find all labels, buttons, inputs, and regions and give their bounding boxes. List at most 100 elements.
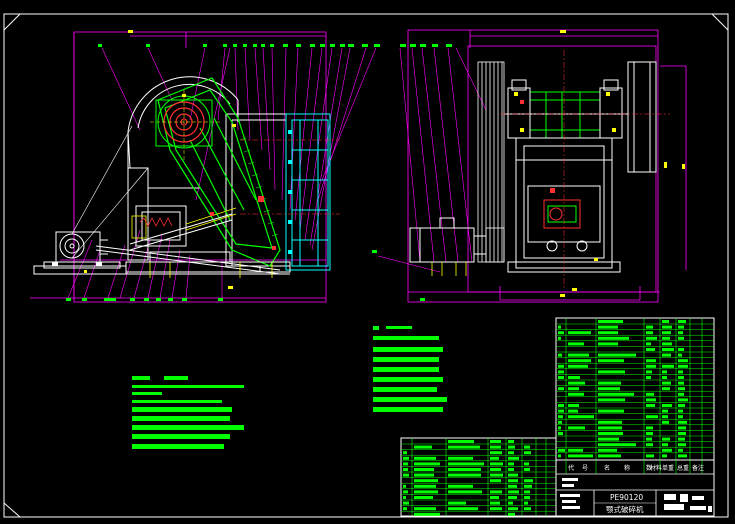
table-cell-text <box>646 331 653 335</box>
table-cell-text <box>490 473 503 477</box>
table-cell-text <box>558 336 561 340</box>
side-bearing-bolts <box>514 92 616 132</box>
table-cell-text <box>403 456 409 460</box>
side-part-tags <box>372 250 425 301</box>
table-cell-text <box>414 496 433 499</box>
table-cell-text <box>490 451 502 455</box>
table-cell-text <box>448 468 481 471</box>
table-cell-text <box>558 387 564 391</box>
side-view <box>372 29 687 303</box>
side-centerlines <box>500 50 670 290</box>
table-cell-text <box>490 496 499 499</box>
table-cell-text <box>662 454 667 458</box>
table-cell-text <box>508 468 514 471</box>
table-cell-text <box>490 479 501 483</box>
table-cell-text <box>448 440 474 443</box>
table-cell-text <box>448 473 481 477</box>
table-cell-text <box>598 331 618 335</box>
table-cell-text <box>678 331 683 335</box>
table-cell-text <box>678 387 685 391</box>
side-red-markers <box>520 100 555 193</box>
table-cell-text <box>646 370 652 374</box>
table-cell-text <box>568 381 585 385</box>
table-cell-text <box>646 454 654 458</box>
table-cell-text <box>598 342 618 346</box>
table-cell-text <box>646 348 655 351</box>
table-cell-text <box>403 496 406 499</box>
table-cell-text <box>524 496 530 499</box>
toggle-mechanism <box>95 205 281 275</box>
table-cell-text <box>508 462 514 466</box>
table-cell-text <box>678 409 683 413</box>
table-cell-text <box>662 404 672 407</box>
table-cell-text <box>448 507 478 511</box>
table-cell-text <box>678 359 688 363</box>
header-remarks: 备注 <box>692 464 704 472</box>
motor-pulley <box>59 233 85 259</box>
table-cell-text <box>558 325 561 329</box>
table-cell-text <box>678 420 687 424</box>
table-cell-text <box>568 342 584 346</box>
v-belt <box>71 125 149 259</box>
table-cell-text <box>662 381 671 385</box>
front-view <box>30 30 452 303</box>
fixed-jaw-ribs <box>288 130 292 254</box>
table-cell-text <box>646 342 651 346</box>
drawing-name: 颚式破碎机 <box>606 504 644 514</box>
side-toggle-seat <box>543 199 581 229</box>
table-cell-text <box>598 325 618 329</box>
foundation <box>33 261 291 275</box>
table-cell-text <box>646 432 653 435</box>
swing-jaw <box>157 77 281 267</box>
table-cell-text <box>568 415 594 419</box>
table-cell-text <box>662 437 670 441</box>
table-cell-text <box>678 448 683 452</box>
table-cell-text <box>646 443 653 447</box>
title-block: 代 号 名 称 数 材 料 单重 总重 备注 PE90120 颚式破碎机 <box>555 459 715 517</box>
table-cell-text <box>524 445 530 449</box>
table-cell-text <box>598 443 636 447</box>
table-cell-text <box>598 448 617 452</box>
table-cell-text <box>662 320 669 323</box>
parts-header-labels: 代 号 名 称 数 材 料 单重 总重 备注 <box>568 464 704 472</box>
table-cell-text <box>598 320 623 323</box>
table-cell-text <box>662 348 674 351</box>
table-cell-text <box>598 336 629 340</box>
table-cell-text <box>568 404 579 407</box>
table-cell-text <box>490 456 499 460</box>
table-cell-text <box>403 490 408 494</box>
table-cell-text <box>646 376 651 379</box>
table-cell-text <box>598 432 623 435</box>
leader-lines-top <box>101 47 377 251</box>
table-cell-text <box>646 364 656 368</box>
table-cell-text <box>558 331 564 335</box>
table-cell-text <box>403 473 409 477</box>
table-cell-text <box>646 437 652 441</box>
table-cell-text <box>524 451 531 455</box>
table-cell-text <box>508 473 518 477</box>
table-cell-text <box>662 387 670 391</box>
table-cell-text <box>508 445 515 449</box>
table-cell-text <box>524 479 533 483</box>
table-cell-text <box>414 456 436 460</box>
flywheel-outline <box>127 76 239 169</box>
side-eccentric-shaft <box>529 91 601 139</box>
table-cell-text <box>508 484 517 488</box>
tech-requirements-left <box>132 376 244 449</box>
table-cell-text <box>662 331 671 335</box>
table-cell-text <box>448 501 466 505</box>
table-cell-text <box>646 336 657 340</box>
table-cell-text <box>662 353 671 357</box>
table-cell-text <box>403 451 407 455</box>
table-cell-text <box>558 353 562 357</box>
table-cell-text <box>662 364 674 368</box>
table-cell-text <box>662 336 670 340</box>
header-name-1: 名 <box>604 464 610 472</box>
table-cell-text <box>646 426 653 430</box>
table-cell-text <box>598 381 621 385</box>
table-cell-text <box>678 432 686 435</box>
table-cell-text <box>524 468 530 471</box>
table-cell-text <box>414 479 438 483</box>
table-cell-text <box>524 507 531 511</box>
table-cell-text <box>646 415 658 419</box>
